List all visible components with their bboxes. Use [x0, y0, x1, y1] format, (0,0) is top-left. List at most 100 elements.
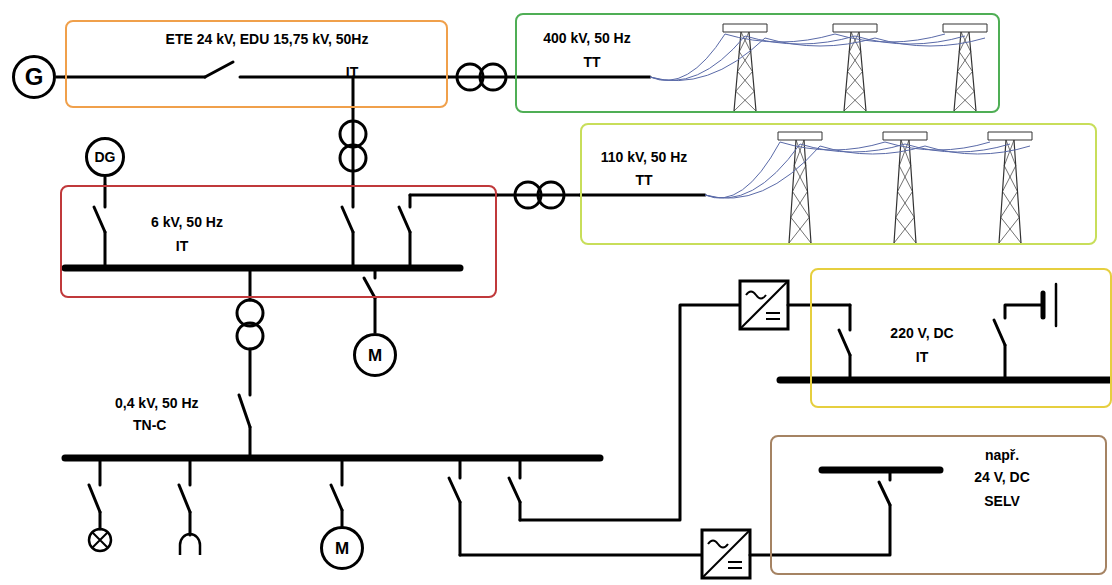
wire [104, 185, 107, 207]
symbol-letter: M [368, 347, 382, 364]
wire [352, 232, 355, 268]
wire [459, 502, 462, 555]
conductor-line [765, 38, 875, 46]
switch-symbol [879, 482, 890, 505]
conductor-line [745, 36, 855, 44]
voltage-label: 220 V, DC [890, 325, 953, 341]
converter-symbol [740, 281, 788, 329]
symbol-letter: DG [95, 150, 116, 164]
voltage-label: SELV [984, 493, 1020, 509]
switch-symbol [994, 320, 1005, 345]
wire [519, 502, 522, 520]
pylon-symbol [988, 132, 1032, 243]
voltage-label: 24 V, DC [974, 469, 1030, 485]
switch-symbol [89, 485, 100, 512]
conductor-line [905, 144, 1010, 152]
wire [352, 185, 355, 207]
wire [580, 194, 705, 197]
wire [849, 305, 852, 330]
busbar [822, 467, 940, 474]
voltage-label: TT [635, 172, 652, 188]
wire [1004, 345, 1007, 380]
wire [99, 458, 102, 485]
conductor-line [705, 146, 820, 198]
switch-symbol [205, 62, 233, 77]
voltage-level-box: 400 kV, 50 HzTT [515, 13, 1000, 113]
voltage-level-box: ETE 24 kV, EDU 15,75 kV, 50HzIT [65, 20, 448, 108]
symbol-letter: G [25, 65, 44, 89]
conductor-line [650, 38, 765, 81]
wire [409, 232, 412, 268]
wire [788, 304, 850, 307]
conductor-line [705, 144, 800, 198]
switch-symbol [364, 278, 375, 298]
wire [249, 427, 252, 458]
voltage-label: 400 kV, 50 Hz [543, 30, 630, 46]
switch-symbol [342, 207, 353, 232]
generator-circle: DG [85, 137, 125, 177]
wire [65, 76, 205, 79]
wire [352, 77, 355, 108]
generator-circle: G [12, 55, 56, 99]
wire [341, 458, 344, 485]
voltage-label: TN-C [133, 417, 166, 433]
switch-symbol [449, 478, 460, 502]
voltage-label: např. [985, 447, 1019, 463]
switch-symbol [509, 478, 520, 502]
connection-line [374, 298, 377, 333]
motor-circle: M [320, 526, 364, 570]
voltage-level-box: 220 V, DC IT [810, 268, 1112, 408]
wire [849, 355, 852, 380]
wire [520, 305, 740, 520]
conductor-line [835, 34, 945, 42]
conductor-line [925, 146, 1030, 154]
voltage-label: IT [176, 238, 188, 254]
voltage-label: ETE 24 kV, EDU 15,75 kV, 50Hz [166, 31, 369, 47]
transformer-symbol [237, 323, 263, 349]
pylon-symbol [833, 24, 877, 111]
wire [249, 268, 252, 300]
wire [341, 510, 344, 526]
wire [104, 232, 107, 268]
pylon-symbol [943, 24, 987, 111]
wire [410, 194, 497, 197]
conductor-line [885, 142, 990, 150]
wire [374, 268, 377, 278]
switch-symbol [399, 207, 410, 232]
voltage-level-box: 6 kV, 50 Hz IT [60, 185, 497, 298]
wire [519, 458, 522, 478]
wire [460, 554, 702, 557]
wire [249, 349, 252, 395]
conductor-line [875, 38, 985, 46]
motor-circle: M [353, 333, 397, 377]
symbol-letter: M [335, 540, 349, 557]
transformer-symbol [538, 182, 564, 208]
switch-symbol [239, 395, 250, 427]
wire [409, 195, 412, 207]
socket-symbol [180, 534, 200, 555]
conductor-line [855, 36, 965, 44]
converter-symbol [702, 530, 750, 578]
voltage-label: IT [916, 349, 928, 365]
busbar [65, 265, 460, 272]
wire [515, 76, 650, 79]
wire [1005, 305, 1042, 318]
battery-symbol [1055, 284, 1058, 326]
switch-symbol [179, 485, 190, 512]
voltage-level-box: např. 24 V, DC SELV [770, 435, 1107, 575]
transformer-symbol [340, 145, 366, 171]
voltage-label: 6 kV, 50 Hz [151, 214, 223, 230]
conductor-line [820, 146, 925, 154]
voltage-level-box: 110 kV, 50 Hz TT [580, 123, 1097, 245]
switch-symbol [839, 330, 850, 355]
wire [459, 458, 462, 478]
voltage-label: IT [346, 64, 358, 80]
busbar [780, 377, 1112, 384]
lamp-symbol [89, 529, 111, 551]
voltage-label: 0,4 kV, 50 Hz [115, 395, 199, 411]
voltage-label: 110 kV, 50 Hz [601, 149, 688, 165]
